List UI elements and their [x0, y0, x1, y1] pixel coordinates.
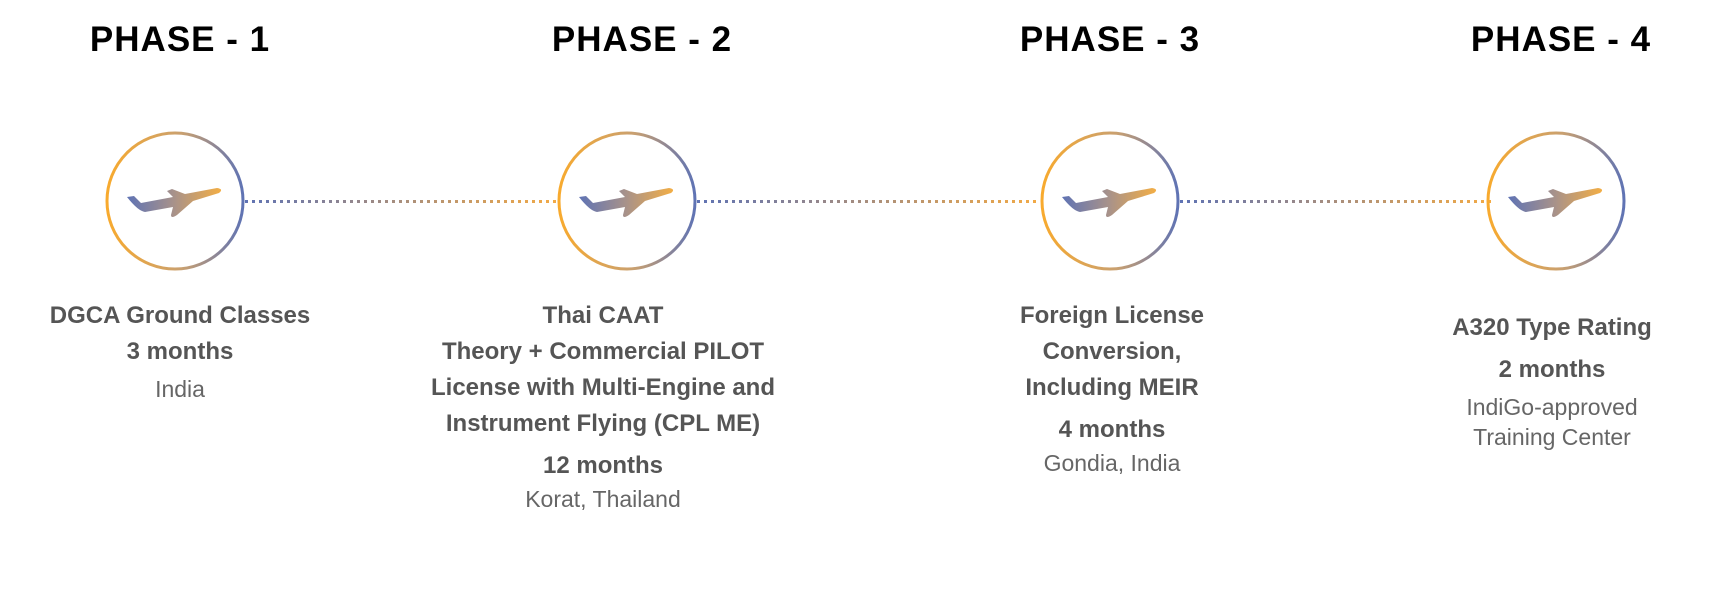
phase-4-location-line: IndiGo-approved: [1466, 394, 1638, 420]
phase-2-duration: 12 months: [542, 452, 664, 479]
title-phase-1: PHASE - 1: [89, 20, 271, 59]
title-phase-4: PHASE - 4: [1470, 20, 1652, 59]
phase-1-name: DGCA Ground Classes: [49, 302, 311, 329]
airplane-icon: [105, 131, 245, 271]
connector-1-2: [245, 200, 557, 203]
connector-3-4: [1180, 200, 1491, 203]
phase-1-description: DGCA Ground Classes 3 months India: [0, 298, 390, 404]
airplane-icon: [557, 131, 697, 271]
connector-2-3: [697, 200, 1040, 203]
phase-1-location: India: [155, 376, 205, 402]
phase-2-name-line: License with Multi-Engine and: [430, 374, 775, 401]
title-phase-3: PHASE - 3: [1019, 20, 1201, 59]
phase-1-node: [105, 131, 245, 271]
phase-4-node: [1486, 131, 1626, 271]
phase-3-location: Gondia, India: [1043, 450, 1181, 476]
phase-3-duration: 4 months: [1058, 416, 1166, 443]
title-phase-2: PHASE - 2: [551, 20, 733, 59]
phase-4-duration: 2 months: [1498, 356, 1606, 383]
phase-3-name-line: Foreign License: [1019, 302, 1205, 329]
phase-2-name-line: Thai CAAT: [542, 302, 664, 329]
phase-3-description: Foreign License Conversion, Including ME…: [902, 298, 1322, 478]
phase-2-node: [557, 131, 697, 271]
phase-3-node: [1040, 131, 1180, 271]
phase-3-name-line: Conversion,: [1042, 338, 1182, 365]
phase-3-name-line: Including MEIR: [1025, 374, 1199, 401]
phase-4-name: A320 Type Rating: [1452, 314, 1652, 341]
phase-4-description: A320 Type Rating 2 months IndiGo-approve…: [1342, 310, 1732, 452]
phase-2-name-line: Instrument Flying (CPL ME): [445, 410, 761, 437]
phase-4-location-line: Training Center: [1473, 424, 1631, 450]
phase-2-description: Thai CAAT Theory + Commercial PILOT Lice…: [393, 298, 813, 514]
airplane-icon: [1040, 131, 1180, 271]
phase-2-location: Korat, Thailand: [525, 486, 681, 512]
phase-1-duration: 3 months: [126, 338, 234, 365]
airplane-icon: [1486, 131, 1626, 271]
phase-2-name-line: Theory + Commercial PILOT: [441, 338, 765, 365]
